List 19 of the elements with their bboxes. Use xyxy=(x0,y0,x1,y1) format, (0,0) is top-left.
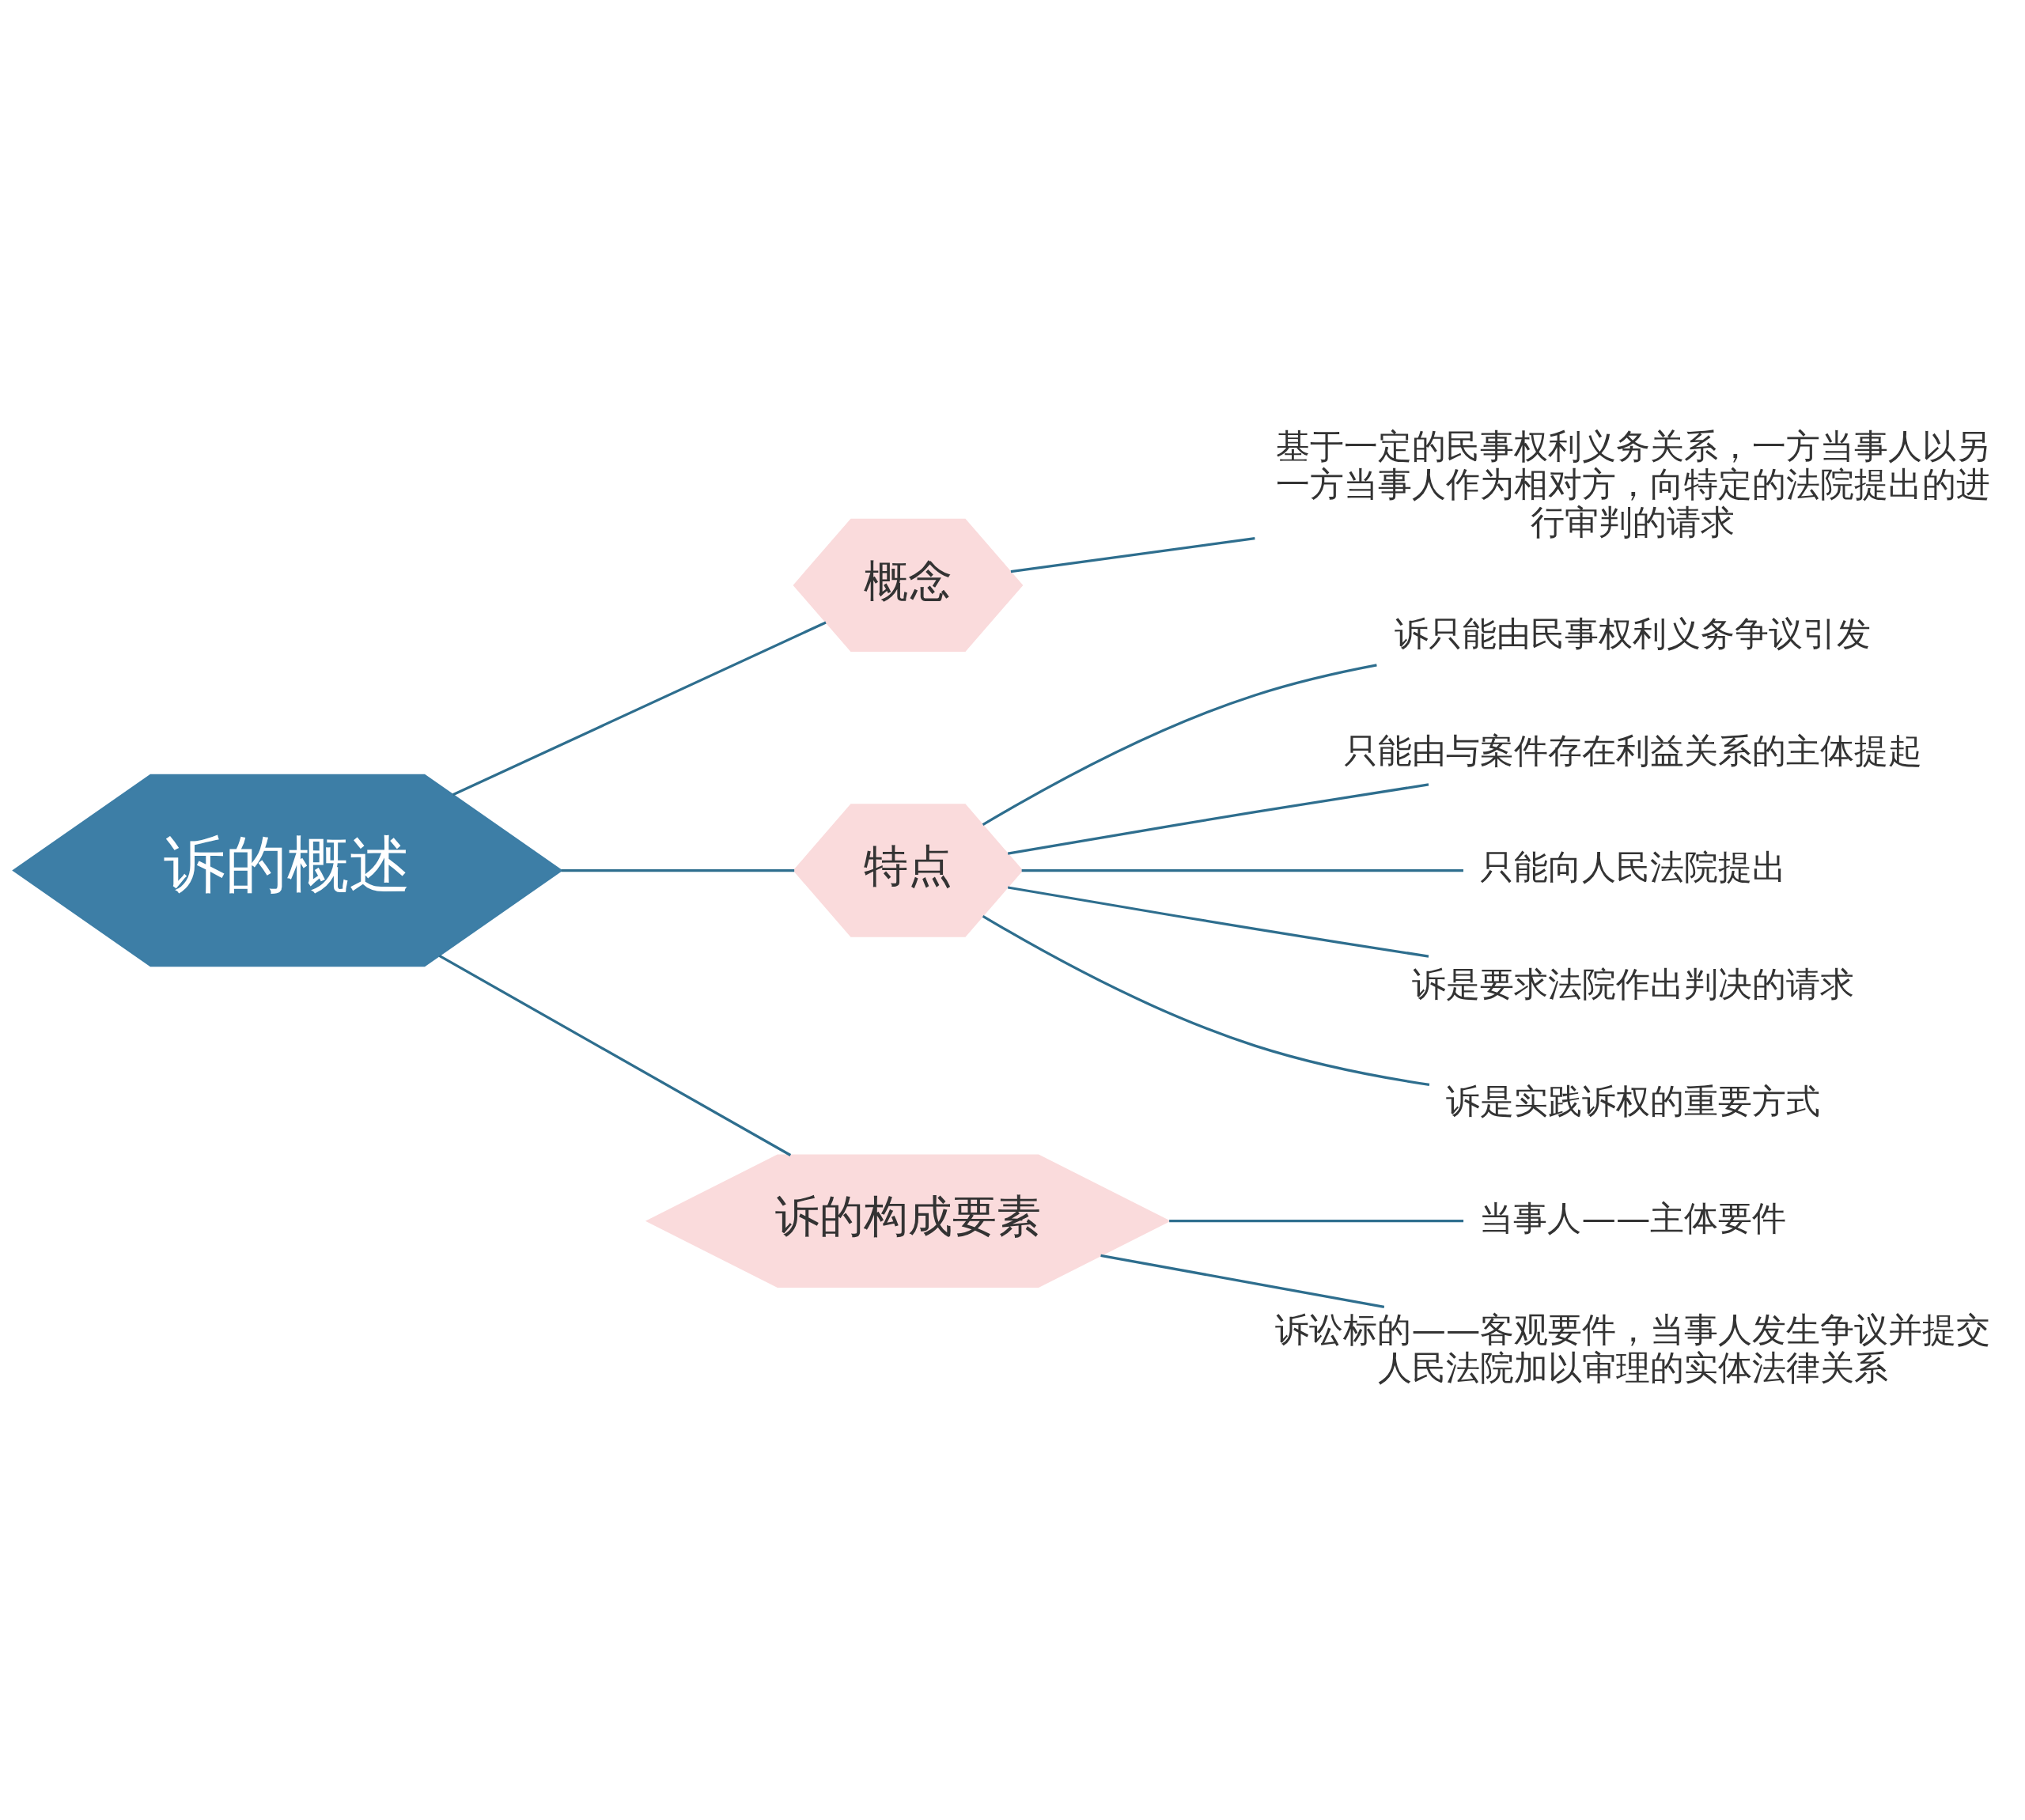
connector xyxy=(1007,886,1429,958)
node-text: 只能向人民法院提出 xyxy=(1479,847,1786,887)
node-text: 诉只能由民事权利义务争议引发 xyxy=(1395,613,1872,653)
node-text: 基于一定的民事权利义务关系，一方当事人以另一方当事人作为相对方，向特定的法院提出的进行审判的请求 xyxy=(1275,426,1990,542)
connector xyxy=(438,954,792,1156)
node-text: 诉讼标的——客观要件，当事人发生争议并提交人民法院加以审理的实体法律关系 xyxy=(1275,1309,1991,1387)
connector xyxy=(982,664,1377,827)
connector xyxy=(452,621,827,796)
connector xyxy=(1100,1254,1385,1308)
connector xyxy=(1021,868,1463,872)
node-text: 诉是要求法院作出判决的请求 xyxy=(1411,964,1854,1005)
node-text: 诉是实践诉权的重要方式 xyxy=(1445,1080,1820,1121)
connector xyxy=(982,915,1430,1087)
node-text: 当事人——主体要件 xyxy=(1479,1198,1787,1238)
node-text: 只能由与案件存在利益关系的主体提起 xyxy=(1343,730,1922,770)
connector xyxy=(561,868,795,872)
connector xyxy=(1007,783,1429,855)
connector xyxy=(1169,1220,1464,1223)
connector xyxy=(1010,537,1255,573)
